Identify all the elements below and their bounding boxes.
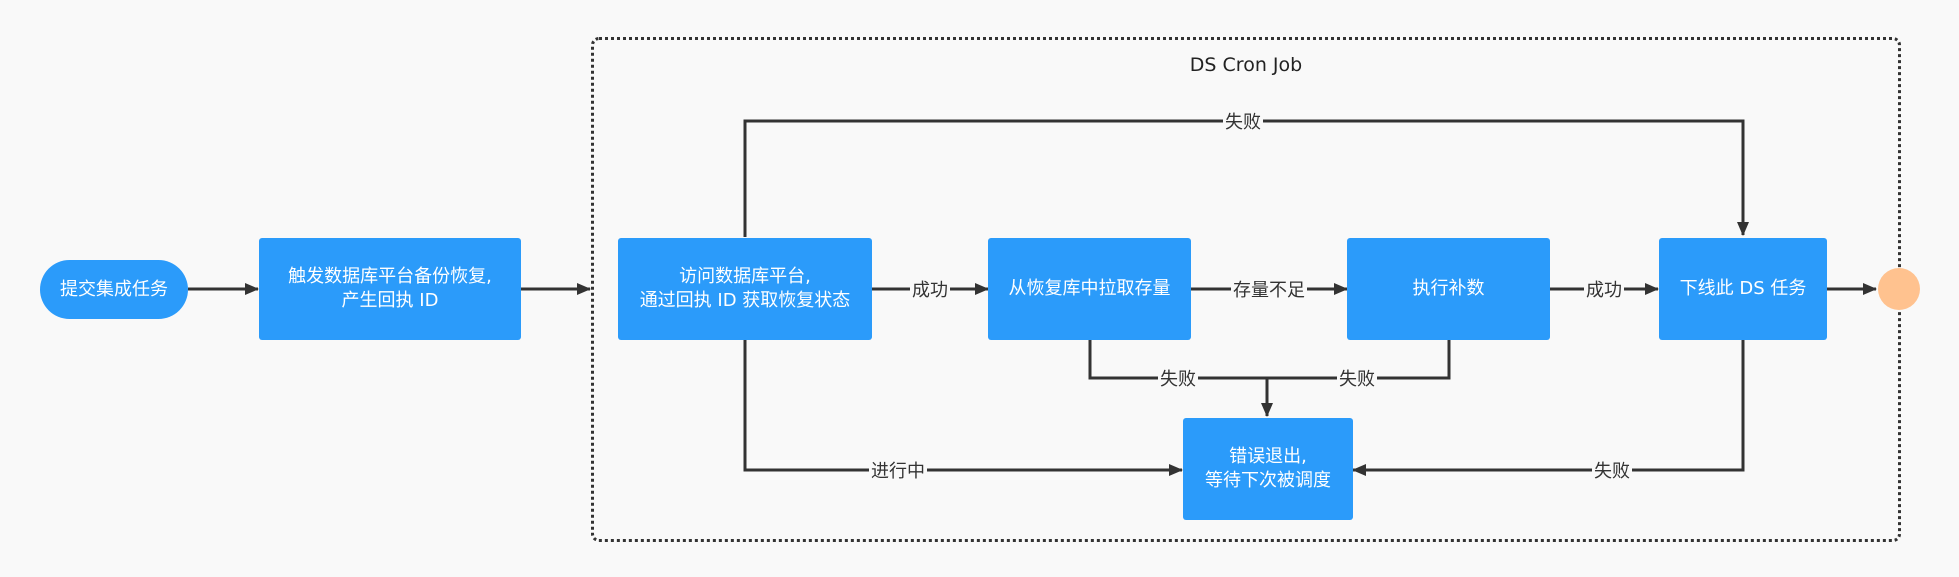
label-query-fail-top: 失败 bbox=[1223, 112, 1263, 134]
label-supplement-success: 成功 bbox=[1584, 280, 1624, 302]
edge-supplement-error-fail bbox=[1267, 340, 1451, 380]
node-submit: 提交集成任务 bbox=[40, 260, 188, 319]
label-query-success: 成功 bbox=[910, 280, 950, 302]
node-query-status: 访问数据库平台, 通过回执 ID 获取恢复状态 bbox=[618, 238, 872, 340]
node-offline-task: 下线此 DS 任务 bbox=[1659, 238, 1827, 340]
edge-query-error-progress bbox=[743, 340, 1183, 476]
label-in-progress: 进行中 bbox=[869, 461, 927, 483]
group-title: DS Cron Job bbox=[1189, 54, 1303, 76]
node-error-exit: 错误退出, 等待下次被调度 bbox=[1183, 418, 1353, 520]
label-supplement-fail: 失败 bbox=[1337, 369, 1377, 391]
label-offline-fail: 失败 bbox=[1592, 461, 1632, 483]
node-trigger: 触发数据库平台备份恢复, 产生回执 ID bbox=[259, 238, 521, 340]
label-insufficient: 存量不足 bbox=[1231, 280, 1307, 302]
label-pull-fail: 失败 bbox=[1158, 369, 1198, 391]
end-node bbox=[1878, 268, 1920, 310]
edge-offline-error-fail bbox=[1352, 340, 1745, 476]
node-supplement: 执行补数 bbox=[1347, 238, 1550, 340]
node-pull-stock: 从恢复库中拉取存量 bbox=[988, 238, 1191, 340]
